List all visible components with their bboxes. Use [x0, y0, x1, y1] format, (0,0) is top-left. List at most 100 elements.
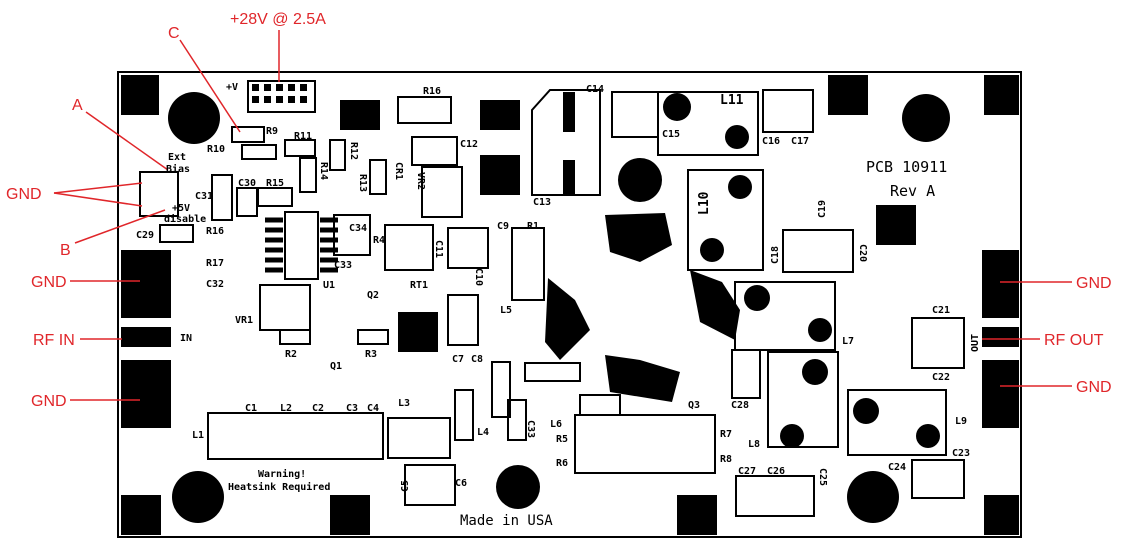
designator-c6: C6 — [455, 478, 467, 489]
designator-c20: C20 — [857, 244, 868, 262]
designator-r9: R9 — [266, 126, 278, 137]
designator-rt1: RT1 — [410, 280, 428, 291]
designator-c11: C11 — [433, 240, 444, 258]
designator-c2: C2 — [312, 403, 324, 414]
label-a-annotation: A — [72, 97, 83, 114]
label-c-annotation: C — [168, 25, 180, 42]
designator-c25: C25 — [817, 468, 828, 486]
gnd-left-mid-annotation: GND — [31, 274, 67, 291]
gnd-left-bottom-annotation: GND — [31, 393, 67, 410]
designator-q3: Q3 — [688, 400, 700, 411]
designator-r11: R11 — [294, 131, 312, 142]
designator-c9: C9 — [497, 221, 509, 232]
designator-c8: C8 — [471, 354, 483, 365]
designator-l3: L3 — [398, 398, 410, 409]
designator-r4: R4 — [373, 235, 385, 246]
designator-l5: L5 — [500, 305, 512, 316]
designator-r8: R8 — [720, 454, 732, 465]
designator-r12: R12 — [348, 142, 359, 160]
in-label: IN — [180, 333, 192, 344]
designator-c12: C12 — [460, 139, 478, 150]
designator-vr1: VR1 — [235, 315, 253, 326]
bias-label: Bias — [166, 163, 190, 175]
rf-out-annotation: RF OUT — [1044, 332, 1104, 349]
designator-c10: C10 — [473, 268, 484, 286]
designator-l1: L1 — [192, 430, 204, 441]
plus5v-label: +5V — [172, 203, 190, 214]
warning-label-1: Warning! — [258, 468, 306, 480]
designator-r6: R6 — [556, 458, 568, 469]
designator-c1: C1 — [245, 403, 257, 414]
designator-r14: R14 — [318, 162, 329, 180]
designator-l10: L10 — [697, 191, 712, 215]
designator-r17: R17 — [206, 258, 224, 269]
designator-c22: C22 — [932, 372, 950, 383]
designator-c31: C31 — [195, 191, 213, 202]
ic-u1 — [265, 211, 338, 280]
designator-c27: C27 — [738, 466, 756, 477]
designator-vr2: VR2 — [415, 172, 426, 190]
designator-r2: R2 — [285, 349, 297, 360]
rf-in-annotation: RF IN — [33, 332, 75, 349]
designator-r1: R1 — [527, 221, 539, 232]
annotation-leaders — [53, 30, 1072, 401]
designator-c26: C26 — [767, 466, 785, 477]
designator-q1: Q1 — [330, 361, 342, 372]
designator-c7: C7 — [452, 354, 464, 365]
designator-c21: C21 — [932, 305, 950, 316]
pcb-revision: Rev A — [890, 182, 935, 200]
designator-c16: C16 — [762, 136, 780, 147]
label-b-annotation: B — [60, 242, 71, 259]
designator-c32: C32 — [206, 279, 224, 290]
designator-r7: R7 — [720, 429, 732, 440]
designator-l11: L11 — [720, 93, 744, 108]
designator-c33-b: C33 — [525, 420, 536, 438]
designator-r10: R10 — [207, 144, 225, 155]
designator-r5: R5 — [556, 434, 568, 445]
designator-c3: C3 — [346, 403, 358, 414]
designator-cr1: CR1 — [393, 162, 404, 180]
designator-l9: L9 — [955, 416, 967, 427]
designator-c18: C18 — [770, 246, 781, 264]
inductor-pads — [663, 93, 940, 448]
designator-r16: R16 — [423, 86, 441, 97]
gnd-left-top-annotation: GND — [6, 186, 42, 203]
designator-l2: L2 — [280, 403, 292, 414]
designator-c15: C15 — [662, 129, 680, 140]
designator-r15: R15 — [266, 178, 284, 189]
designator-r13: R13 — [357, 174, 368, 192]
made-in-label: Made in USA — [460, 513, 553, 529]
designator-r3: R3 — [365, 349, 377, 360]
designator-u1: U1 — [323, 280, 335, 291]
designator-r16-b: R16 — [206, 226, 224, 237]
ext-label: Ext — [168, 152, 186, 163]
smd-components — [139, 89, 965, 517]
gnd-right-top-annotation: GND — [1076, 275, 1112, 292]
power-header — [247, 80, 316, 113]
designator-l7: L7 — [842, 336, 854, 347]
out-label: OUT — [970, 334, 981, 352]
designator-c17: C17 — [791, 136, 809, 147]
designator-c5: C5 — [400, 480, 411, 492]
warning-label-2: Heatsink Required — [228, 481, 330, 493]
mounting-pads — [121, 75, 1019, 535]
designator-c29: C29 — [136, 230, 154, 241]
heatsink-pads — [545, 213, 740, 402]
designator-c30: C30 — [238, 178, 256, 189]
designator-c33: C33 — [334, 260, 352, 271]
designator-c24: C24 — [888, 462, 906, 473]
mounting-holes — [168, 92, 950, 523]
gnd-right-bottom-annotation: GND — [1076, 379, 1112, 396]
power-annotation: +28V @ 2.5A — [230, 11, 326, 28]
designator-l6: L6 — [550, 419, 562, 430]
plus-v-label: +V — [226, 82, 238, 93]
designator-c4: C4 — [367, 403, 379, 414]
designator-c19: C19 — [817, 200, 828, 218]
edge-connectors — [121, 250, 1019, 428]
designator-c13: C13 — [533, 197, 551, 208]
designator-c14: C14 — [586, 84, 604, 95]
designator-c28: C28 — [731, 400, 749, 411]
c13-outline — [531, 89, 601, 196]
designator-l4: L4 — [477, 427, 489, 438]
